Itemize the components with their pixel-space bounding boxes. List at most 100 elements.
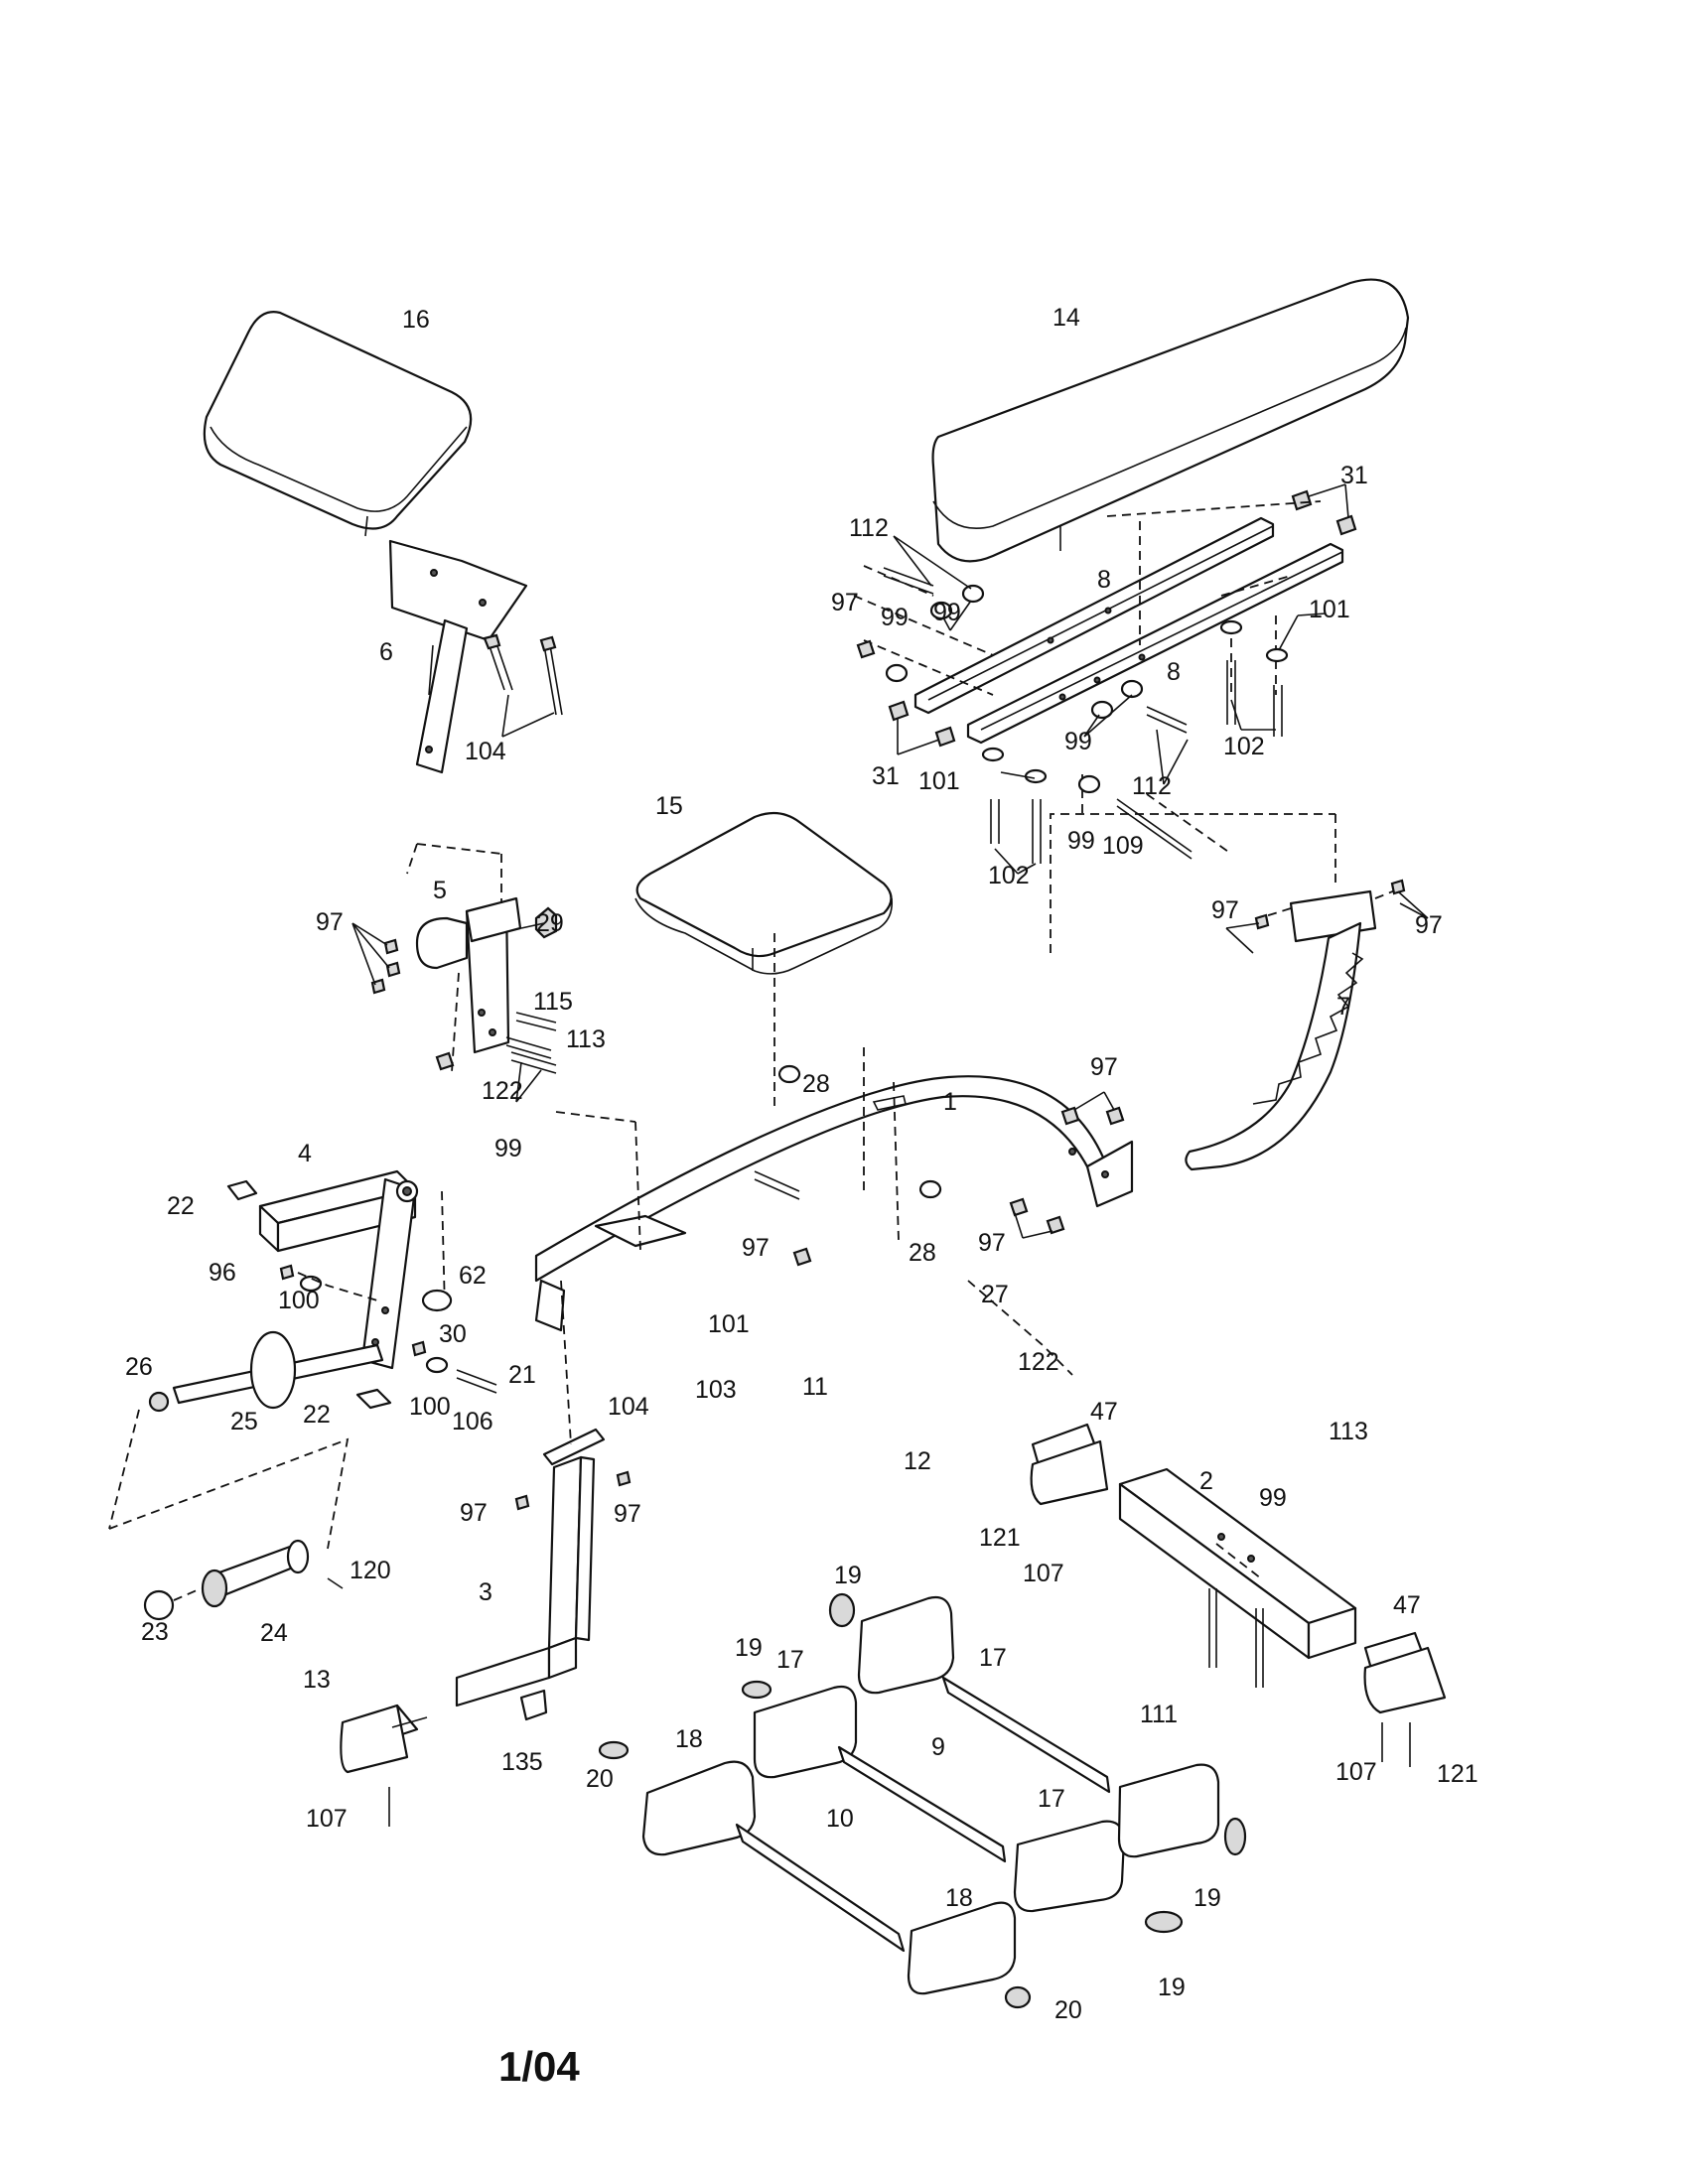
callout-label: 6 <box>379 638 393 666</box>
callout-label: 2 <box>1199 1467 1213 1495</box>
callout-label: 20 <box>586 1765 614 1793</box>
callout-label: 99 <box>933 599 961 626</box>
callout-label: 47 <box>1090 1398 1118 1426</box>
callout-label: 8 <box>1167 658 1181 686</box>
callout-label: 3 <box>479 1578 492 1606</box>
foot-47 <box>1030 1423 1447 1767</box>
callout-label: 19 <box>735 1634 763 1662</box>
bolts-104-top <box>483 633 563 738</box>
upright-arm-4 <box>258 1169 419 1370</box>
callout-label: 9 <box>931 1733 945 1761</box>
callout-label: 17 <box>1038 1785 1065 1813</box>
callout-label: 31 <box>872 762 900 790</box>
callout-label: 14 <box>1052 304 1080 332</box>
callout-label: 97 <box>742 1234 770 1262</box>
callout-label: 4 <box>298 1140 312 1167</box>
callout-label: 97 <box>1211 896 1239 924</box>
callout-label: 97 <box>316 908 344 936</box>
callout-label: 19 <box>1193 1884 1221 1912</box>
callout-label: 62 <box>459 1262 487 1290</box>
callout-label: 29 <box>536 909 564 937</box>
front-leg-3 <box>435 1051 632 1721</box>
callout-label: 112 <box>1132 772 1172 800</box>
callout-label: 19 <box>834 1562 862 1589</box>
callout-label: 107 <box>1023 1560 1064 1587</box>
callout-label: 100 <box>278 1287 320 1314</box>
seat-pad-15 <box>634 811 894 975</box>
callout-label: 99 <box>881 604 909 631</box>
upright-5 <box>415 896 558 1054</box>
assembly-guides <box>555 933 1262 1579</box>
callout-label: 122 <box>1018 1348 1059 1376</box>
callout-label: 17 <box>979 1644 1007 1672</box>
callout-label: 26 <box>125 1353 153 1381</box>
callout-label: 97 <box>978 1229 1006 1257</box>
callout-label: 27 <box>981 1281 1009 1308</box>
callout-label: 1 <box>943 1088 957 1116</box>
callout-label: 7 <box>1336 993 1350 1021</box>
weight-tube-25 <box>108 1330 384 1550</box>
seat-rail-8-upper <box>913 516 1275 715</box>
callout-label: 15 <box>655 792 683 820</box>
incline-bracket-7 <box>1050 813 1429 1171</box>
callout-label: 8 <box>1097 566 1111 594</box>
callout-label: 101 <box>918 767 960 795</box>
callout-label: 97 <box>614 1500 641 1528</box>
rear-crossbar-2 <box>1118 1467 1357 1688</box>
callout-label: 100 <box>409 1393 451 1421</box>
callout-label: 20 <box>1054 1996 1082 2024</box>
callout-labels: 1 2 3 4 5 6 7 8 8 9 10 11 12 13 14 15 16… <box>125 304 1478 2024</box>
callout-label: 109 <box>1102 832 1144 860</box>
callout-label: 97 <box>460 1499 488 1527</box>
callout-label: 113 <box>566 1025 606 1053</box>
callout-label: 23 <box>141 1618 169 1646</box>
callout-label: 103 <box>695 1376 737 1404</box>
callout-label: 99 <box>1064 728 1092 755</box>
callout-label: 99 <box>1259 1484 1287 1512</box>
callout-label: 101 <box>708 1310 750 1338</box>
callout-label: 101 <box>1309 596 1350 623</box>
callout-label: 24 <box>260 1619 288 1647</box>
callout-label: 18 <box>675 1725 703 1753</box>
callout-label: 28 <box>909 1239 936 1267</box>
callout-label: 102 <box>1223 733 1265 760</box>
callout-label: 120 <box>350 1557 391 1584</box>
end-caps-31 <box>888 483 1357 755</box>
callout-label: 135 <box>501 1748 543 1776</box>
callout-label: 22 <box>167 1192 195 1220</box>
callout-label: 5 <box>433 877 447 904</box>
callout-label: 113 <box>1329 1418 1368 1445</box>
callout-label: 31 <box>1340 462 1368 489</box>
callout-label: 107 <box>306 1805 348 1833</box>
callout-label: 12 <box>904 1447 931 1475</box>
tube-24 <box>143 1539 344 1621</box>
seat-hardware <box>853 500 1327 875</box>
callout-label: 121 <box>1437 1760 1478 1788</box>
callout-label: 21 <box>508 1361 536 1389</box>
callout-label: 11 <box>802 1373 828 1401</box>
seat-pad-14 <box>931 278 1410 563</box>
callout-label: 13 <box>303 1666 331 1694</box>
upright-hardware <box>351 843 557 1311</box>
callout-label: 30 <box>439 1320 467 1348</box>
main-frame-1 <box>534 1064 1134 1332</box>
foot-13 <box>340 1704 428 1827</box>
callout-label: 111 <box>1140 1701 1178 1728</box>
callout-label: 112 <box>849 514 889 542</box>
callout-label: 122 <box>482 1077 523 1105</box>
seat-rail-8-lower <box>966 542 1344 745</box>
callout-label: 97 <box>831 589 859 616</box>
callout-label: 97 <box>1415 911 1443 939</box>
callout-label: 102 <box>988 862 1030 889</box>
callout-label: 22 <box>303 1401 331 1429</box>
leg-pad-16 <box>203 311 473 537</box>
callout-label: 99 <box>494 1135 522 1162</box>
callout-label: 106 <box>452 1408 493 1435</box>
foam-rollers <box>598 1592 1247 2009</box>
callout-label: 96 <box>209 1259 236 1287</box>
callout-label: 17 <box>776 1646 804 1674</box>
callout-label: 10 <box>826 1805 854 1833</box>
callout-label: 97 <box>1090 1053 1118 1081</box>
callout-label: 104 <box>608 1393 649 1421</box>
